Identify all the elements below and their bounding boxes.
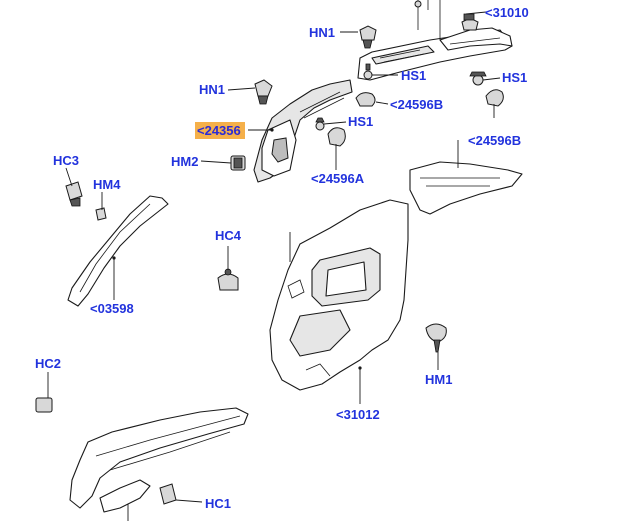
- push-pin-hs1-right[interactable]: [469, 71, 487, 86]
- label-24596b-right: <24596B: [468, 133, 521, 148]
- top-clip-31010-fastener[interactable]: [461, 13, 479, 31]
- cap-24596b-mid[interactable]: [355, 92, 376, 107]
- clip-hm4[interactable]: [95, 207, 107, 221]
- top-vertical-rods: [414, 0, 441, 40]
- a-pillar-trim-03598[interactable]: [67, 195, 169, 307]
- label-hc4: HC4: [215, 228, 242, 243]
- push-pin-hs1-upper[interactable]: [363, 63, 373, 80]
- clip-hc2[interactable]: [35, 397, 53, 413]
- label-hm1: HM1: [425, 372, 452, 387]
- label-hc3: HC3: [53, 153, 79, 168]
- leader-lines: [47, 11, 501, 521]
- quarter-trim-upper-extension[interactable]: [409, 161, 523, 215]
- clip-hc3[interactable]: [65, 181, 83, 207]
- cap-24596b-right[interactable]: [485, 89, 504, 107]
- label-24356[interactable]: <24356: [197, 123, 241, 138]
- label-03598: <03598: [90, 301, 134, 316]
- label-hm2: HM2: [171, 154, 198, 169]
- label-hn1-top: HN1: [309, 25, 335, 40]
- sill-scuff-plate[interactable]: [69, 407, 249, 513]
- label-hm4: HM4: [93, 177, 121, 192]
- label-31012: <31012: [336, 407, 380, 422]
- label-hc2: HC2: [35, 356, 61, 371]
- label-24596a: <24596A: [311, 171, 365, 186]
- label-hc1: HC1: [205, 496, 231, 511]
- label-hs1-upper: HS1: [401, 68, 426, 83]
- cap-24596a[interactable]: [327, 127, 346, 147]
- top-clip-hn1[interactable]: [359, 25, 377, 49]
- push-pin-hm1[interactable]: [425, 323, 447, 353]
- upper-quarter-trim-31010[interactable]: [357, 27, 513, 81]
- clip-hn1-mid[interactable]: [254, 79, 273, 105]
- b-pillar-upper-trim-24356[interactable]: [253, 79, 353, 183]
- lower-quarter-trim-31012[interactable]: [269, 199, 409, 391]
- label-31010: <31010: [485, 5, 529, 20]
- highlight-24356: [195, 122, 245, 139]
- label-hn1-mid: HN1: [199, 82, 225, 97]
- label-hs1-mid: HS1: [348, 114, 373, 129]
- clip-hc1[interactable]: [159, 483, 177, 505]
- push-pin-hs1-mid[interactable]: [315, 117, 325, 131]
- label-24596b-mid: <24596B: [390, 97, 443, 112]
- clip-hm2[interactable]: [230, 155, 246, 171]
- label-hs1-right: HS1: [502, 70, 527, 85]
- clip-hc4[interactable]: [217, 268, 239, 291]
